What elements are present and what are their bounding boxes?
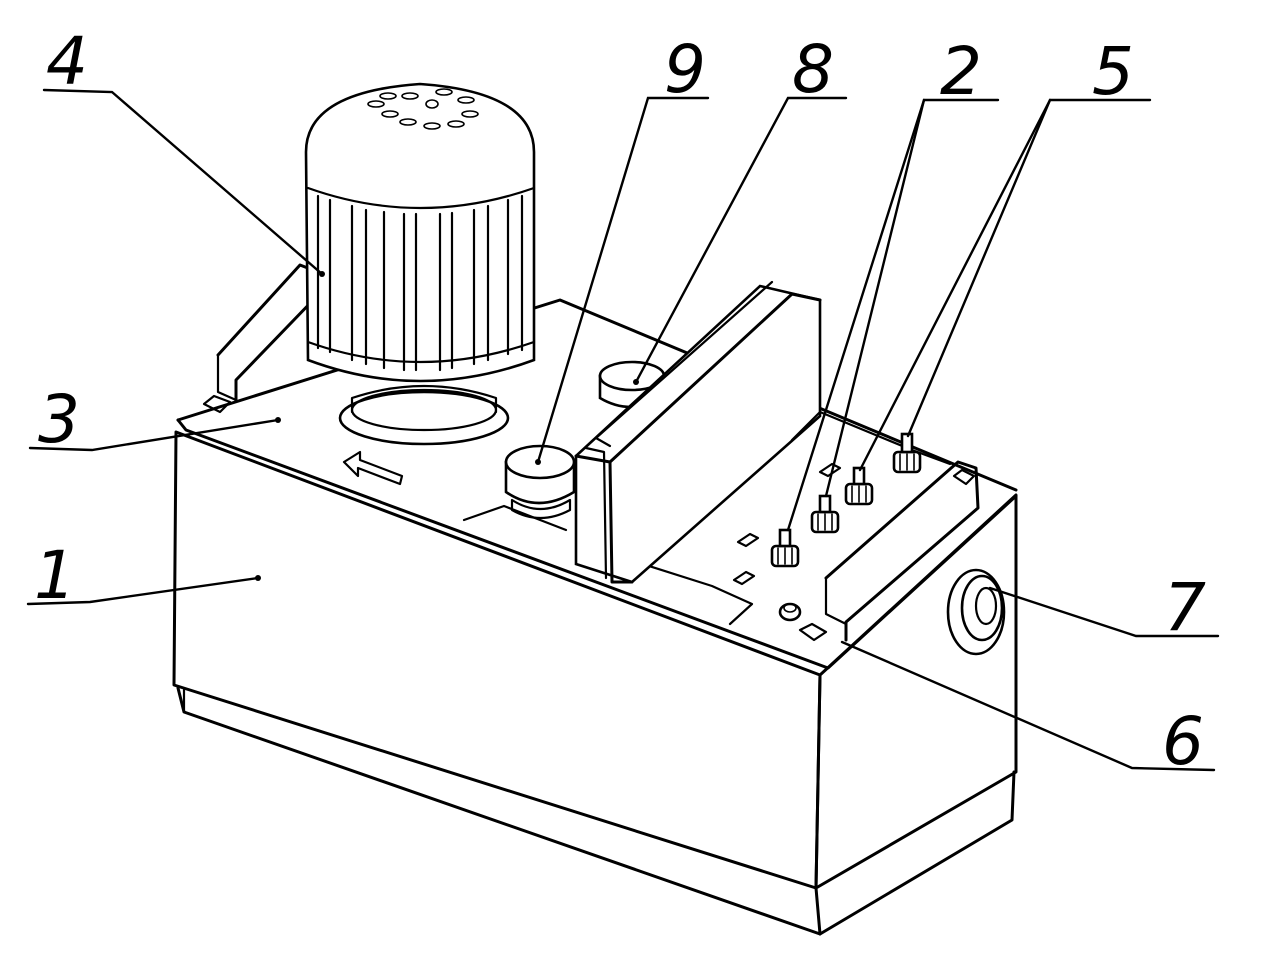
side-port — [946, 568, 1006, 656]
callout-7: 7 — [1164, 569, 1206, 646]
control-knobs-front — [770, 494, 840, 568]
valve-panel — [574, 280, 822, 584]
tank-body — [172, 298, 1018, 936]
front-cap — [504, 444, 576, 520]
callout-5: 5 — [1092, 33, 1134, 110]
control-panel — [732, 410, 952, 586]
callout-3: 3 — [38, 381, 80, 458]
callout-8: 8 — [792, 31, 834, 108]
fan-vent-pattern — [367, 88, 479, 130]
electric-motor — [304, 82, 536, 446]
callout-6: 6 — [1162, 703, 1204, 780]
control-knobs-rear — [844, 432, 922, 506]
callout-9: 9 — [664, 31, 706, 108]
indicator-button — [778, 602, 802, 622]
leader-lines — [26, 88, 1220, 772]
callout-4: 4 — [46, 23, 88, 100]
callout-labels: 4 3 1 9 8 2 5 7 6 — [34, 23, 1206, 780]
callout-1: 1 — [34, 537, 76, 614]
callout-2: 2 — [940, 33, 982, 110]
motor-cooling-fins — [316, 194, 524, 372]
